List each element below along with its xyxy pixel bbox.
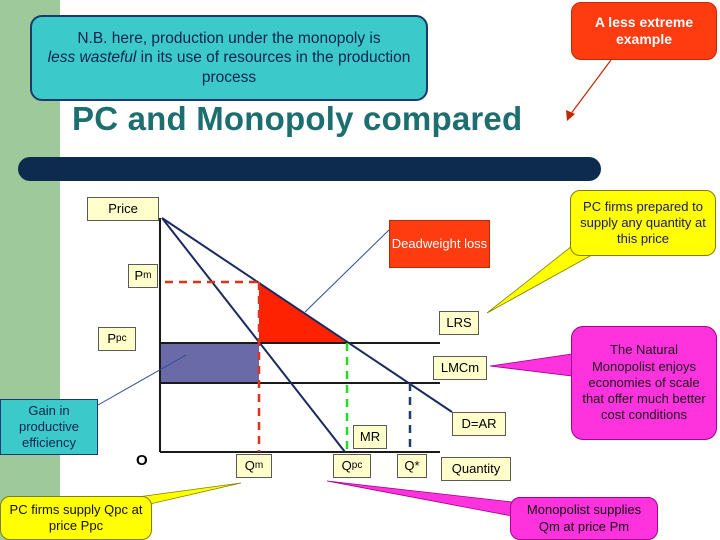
monopolist-supplies-callout: Monopolist supplies Qm at price Pm	[510, 497, 658, 540]
extreme-arrow-head	[566, 110, 575, 121]
ppc-main: P	[107, 330, 117, 346]
lmcm-label: LMCm	[433, 356, 487, 380]
pc-supply-callout: PC firms prepared to supply any quantity…	[570, 190, 716, 256]
deadweight-connector	[304, 229, 390, 313]
ppc-sub: pc	[116, 332, 127, 344]
origin-label: O	[136, 452, 148, 469]
qpc-main: Q	[341, 457, 352, 473]
note-emphasis: less wasteful	[47, 49, 137, 67]
title-underline-bar	[18, 157, 601, 181]
qm-main: Q	[244, 457, 255, 473]
lrs-label: LRS	[439, 311, 479, 335]
gain-connector	[97, 354, 187, 406]
note-line1: N.B. here, production under the monopoly…	[77, 29, 381, 47]
deadweight-loss-label: Deadweight loss	[389, 220, 490, 268]
demand-ar-label: D=AR	[452, 412, 506, 436]
page-title: PC and Monopoly compared	[72, 100, 523, 137]
natural-monopolist-callout: The Natural Monopolist enjoys economies …	[571, 326, 717, 440]
pm-main: P	[134, 267, 144, 283]
monopoly-efficiency-note: N.B. here, production under the monopoly…	[30, 15, 428, 101]
note-line2: in its use of resources in the productio…	[136, 49, 411, 86]
qpc-sub: pc	[351, 459, 363, 471]
productive-efficiency-gain-area	[161, 343, 259, 383]
pc-supply-callout-pointer	[486, 245, 591, 314]
qm-sub: m	[254, 459, 264, 471]
qstar-label: Q*	[397, 454, 427, 478]
pm-sub: m	[143, 269, 152, 281]
monopolist-callout-pointer	[326, 480, 513, 517]
extreme-arrow	[569, 59, 612, 116]
mr-label: MR	[353, 425, 387, 449]
price-axis-label: Price	[87, 197, 159, 221]
natural-monopolist-callout-pointer	[489, 353, 573, 377]
productive-efficiency-label: Gain in productive efficiency	[0, 399, 98, 455]
pc-firms-callout: PC firms supply Qpc at price Ppc	[0, 496, 152, 540]
demand-ar-curve	[161, 217, 453, 413]
quantity-axis-label: Quantity	[441, 457, 511, 481]
mr-curve	[161, 217, 346, 453]
less-extreme-note: A less extreme example	[571, 2, 717, 60]
